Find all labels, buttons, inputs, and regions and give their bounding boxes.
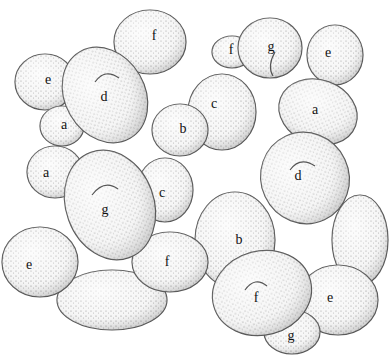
subunit-letter: b	[180, 122, 187, 136]
subunit-letter: e	[45, 73, 51, 87]
subunit-letter: g	[102, 203, 109, 217]
subunit-letter: d	[295, 169, 302, 183]
subunit-letter: g	[268, 40, 275, 54]
subunit-letter: f	[152, 29, 157, 43]
subunit-letter: e	[327, 291, 333, 305]
subunit-letter: b	[236, 233, 243, 247]
subunit-letter: a	[61, 118, 67, 132]
subunit-letter: e	[26, 258, 32, 272]
subunit-letter: g	[288, 329, 295, 343]
subunit-letter: e	[325, 46, 331, 60]
subunit-letter: a	[43, 166, 49, 180]
subunit-letter: f	[229, 43, 234, 57]
subunit-letter: a	[312, 103, 318, 117]
subunit-letter: c	[211, 97, 217, 111]
subunit-letter: d	[101, 90, 108, 104]
subunit-letter: c	[159, 186, 165, 200]
subunit-letter: f	[165, 255, 170, 269]
subunit-letter: f	[254, 291, 259, 305]
